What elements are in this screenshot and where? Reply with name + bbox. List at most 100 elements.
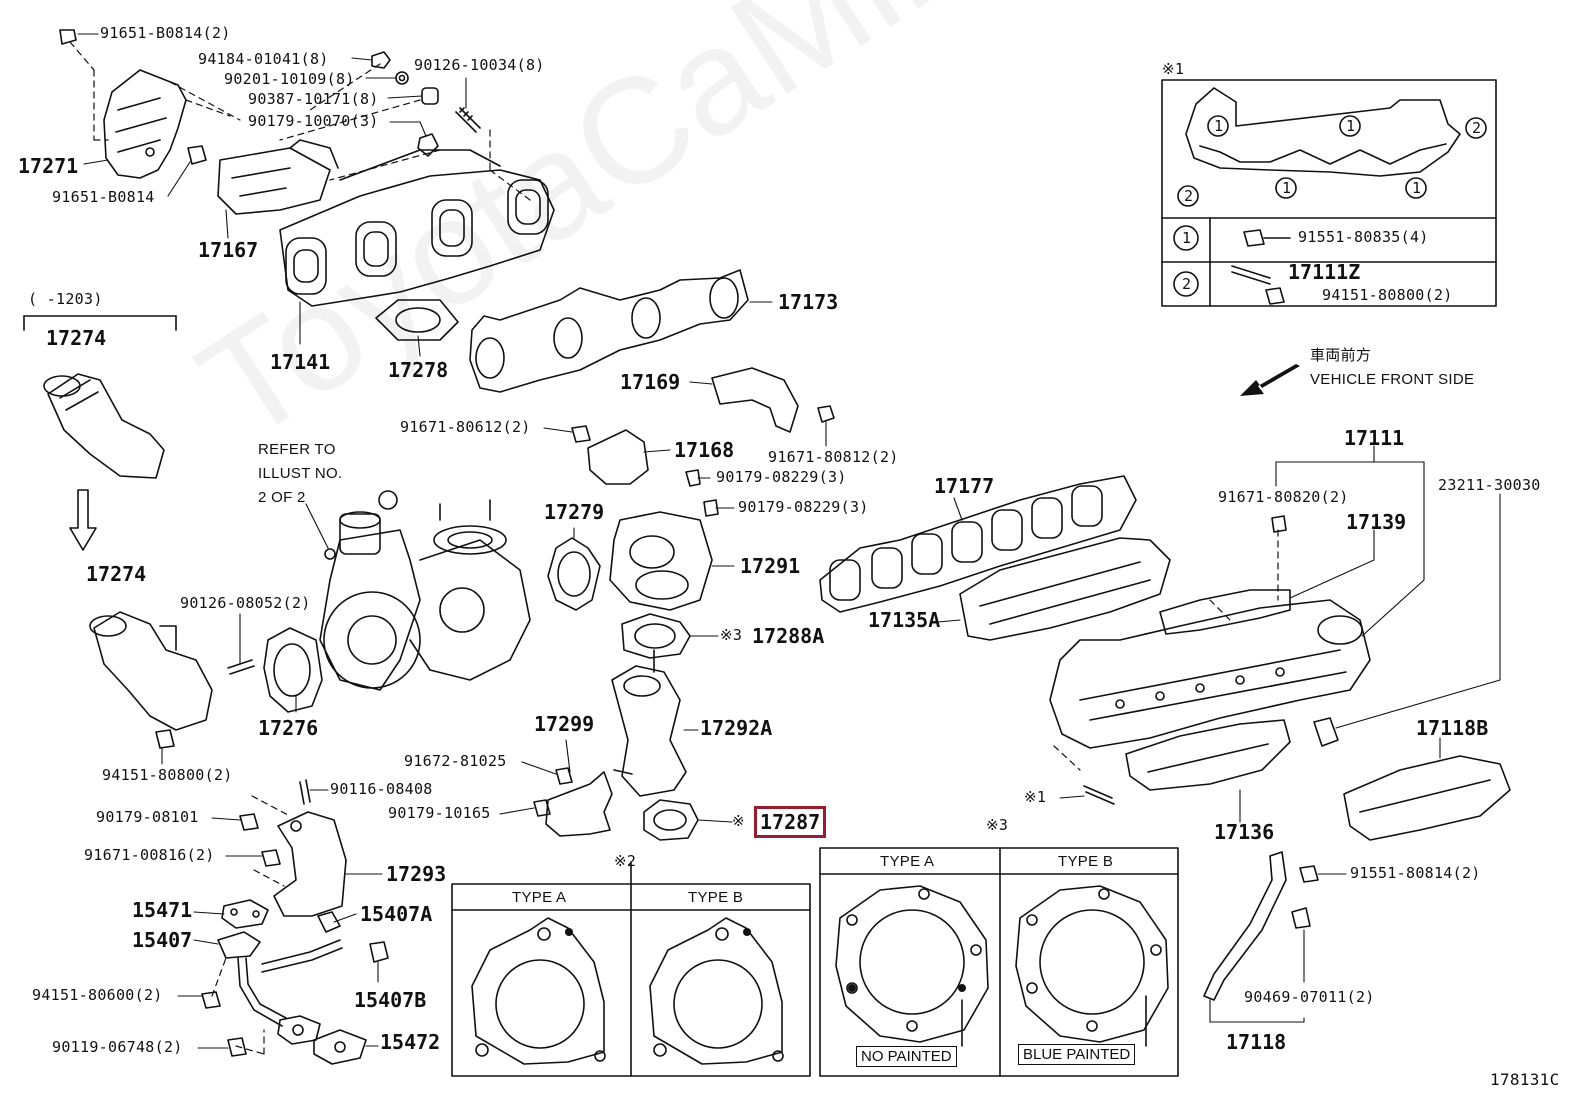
bolt-91551-80814 xyxy=(1299,865,1319,883)
label-90201[interactable]: 90201-10109(8) xyxy=(224,70,355,88)
label-91551-80814[interactable]: 91551-80814(2) xyxy=(1350,864,1481,882)
label-23211[interactable]: 23211-30030 xyxy=(1438,476,1541,494)
heat-insulator-17135A xyxy=(959,537,1171,641)
inset1-marker: ※1 xyxy=(1162,60,1185,78)
ref-17287: ※ xyxy=(732,812,745,830)
inset1-row1-part[interactable]: 91551-80835(4) xyxy=(1298,228,1429,246)
inset1-callout: 1 xyxy=(1282,179,1292,197)
label-90116[interactable]: 90116-08408 xyxy=(330,780,433,798)
label-15407B[interactable]: 15407B xyxy=(354,988,427,1012)
label-94151-80600[interactable]: 94151-80600(2) xyxy=(32,986,163,1004)
label-91671-80812[interactable]: 91671-80812(2) xyxy=(768,448,899,466)
gasket-17173 xyxy=(469,269,749,393)
nut-90179-10165 xyxy=(533,799,551,817)
nut-94151-80800 xyxy=(155,729,175,749)
label-17173[interactable]: 17173 xyxy=(778,290,839,314)
union-15407B xyxy=(369,941,389,963)
inset1-callout: 1 xyxy=(1346,117,1356,135)
label-90387[interactable]: 90387-10171(8) xyxy=(248,90,379,108)
bolt-91651-bottom xyxy=(187,145,207,165)
label-91672[interactable]: 91672-81025 xyxy=(404,752,507,770)
label-17288A[interactable]: 17288A xyxy=(752,624,825,648)
label-91671-80612[interactable]: 91671-80612(2) xyxy=(400,418,531,436)
label-17293[interactable]: 17293 xyxy=(386,862,447,886)
label-90179-08229-b[interactable]: 90179-08229(3) xyxy=(738,498,869,516)
gasket2-type-a: TYPE A xyxy=(512,889,567,906)
gasket3-note-no-painted: NO PAINTED xyxy=(856,1046,957,1067)
label-94184[interactable]: 94184-01041(8) xyxy=(198,50,329,68)
stud-90126-10034 xyxy=(455,107,481,133)
label-17274-lower[interactable]: 17274 xyxy=(86,562,147,586)
label-90469[interactable]: 90469-07011(2) xyxy=(1244,988,1375,1006)
label-15407A[interactable]: 15407A xyxy=(360,902,433,926)
air-intake-pipe-17274-lower xyxy=(89,611,213,731)
stud-90126-08052 xyxy=(227,659,255,675)
ref-1-stud: ※1 xyxy=(1024,788,1047,806)
bolt-91671-80812 xyxy=(817,405,835,423)
label-17271[interactable]: 17271 xyxy=(18,154,79,178)
label-17168[interactable]: 17168 xyxy=(674,438,735,462)
inset-box-1 xyxy=(1161,79,1497,307)
diagram-id: 178131C xyxy=(1490,1070,1560,1089)
label-91651-bottom[interactable]: 91651-B0814 xyxy=(52,188,155,206)
bracket-17293 xyxy=(273,811,347,917)
refer-line3: 2 OF 2 xyxy=(258,489,306,506)
bolt-91651-top xyxy=(59,29,77,45)
label-17118B[interactable]: 17118B xyxy=(1416,716,1489,740)
label-17169[interactable]: 17169 xyxy=(620,370,681,394)
bolt-90119 xyxy=(227,1037,247,1057)
label-15471[interactable]: 15471 xyxy=(132,898,193,922)
inset1-callout: 2 xyxy=(1472,119,1482,137)
label-17177[interactable]: 17177 xyxy=(934,474,995,498)
heat-insulator-17167 xyxy=(217,139,339,215)
label-90126-10034[interactable]: 90126-10034(8) xyxy=(414,56,545,74)
label-17276[interactable]: 17276 xyxy=(258,716,319,740)
label-17274-upper[interactable]: 17274 xyxy=(46,326,107,350)
label-15407[interactable]: 15407 xyxy=(132,928,193,952)
refer-line2: ILLUST NO. xyxy=(258,465,343,482)
bolt-91671-00816 xyxy=(261,849,281,867)
label-15472[interactable]: 15472 xyxy=(380,1030,441,1054)
label-91671-80820[interactable]: 91671-80820(2) xyxy=(1218,488,1349,506)
label-90179-08229-a[interactable]: 90179-08229(3) xyxy=(716,468,847,486)
nut-90179-10070 xyxy=(417,133,439,157)
front-en: VEHICLE FRONT SIDE xyxy=(1310,371,1475,388)
label-90179-08101[interactable]: 90179-08101 xyxy=(96,808,199,826)
label-17292A[interactable]: 17292A xyxy=(700,716,773,740)
heat-insulator-17169 xyxy=(711,367,799,433)
gasket-box-2 xyxy=(451,861,811,1077)
inset1-row2-part-a[interactable]: 17111Z xyxy=(1288,260,1361,284)
label-17135A[interactable]: 17135A xyxy=(868,608,941,632)
gasket2-marker: ※2 xyxy=(614,852,637,870)
inset1-callout: 1 xyxy=(1412,179,1422,197)
label-91671-00816[interactable]: 91671-00816(2) xyxy=(84,846,215,864)
label-94151-80800[interactable]: 94151-80800(2) xyxy=(102,766,233,784)
label-17118[interactable]: 17118 xyxy=(1226,1030,1287,1054)
gasket3-note-blue-painted: BLUE PAINTED xyxy=(1018,1044,1136,1065)
ref-3-17288A: ※3 xyxy=(720,626,743,644)
label-17278[interactable]: 17278 xyxy=(388,358,449,382)
label-90119[interactable]: 90119-06748(2) xyxy=(52,1038,183,1056)
inset1-row2-part-b[interactable]: 94151-80800(2) xyxy=(1322,286,1453,304)
label-90179-10165[interactable]: 90179-10165 xyxy=(388,804,491,822)
turbocharger xyxy=(319,490,531,691)
label-17279[interactable]: 17279 xyxy=(544,500,605,524)
label-17111[interactable]: 17111 xyxy=(1344,426,1405,450)
label-17136[interactable]: 17136 xyxy=(1214,820,1275,844)
label-90126-08052[interactable]: 90126-08052(2) xyxy=(180,594,311,612)
oil-pipe-15407 xyxy=(217,931,343,1045)
refer-line1: REFER TO xyxy=(258,441,336,458)
label-17141[interactable]: 17141 xyxy=(270,350,331,374)
heat-insulator-17136 xyxy=(1125,719,1291,791)
label-91651-top[interactable]: 91651-B0814(2) xyxy=(100,24,231,42)
label-17299[interactable]: 17299 xyxy=(534,712,595,736)
inset1-callout: 1 xyxy=(1214,117,1224,135)
label-17139[interactable]: 17139 xyxy=(1346,510,1407,534)
label-17167[interactable]: 17167 xyxy=(198,238,259,262)
bolt-91672 xyxy=(555,767,573,785)
inset1-row2-num: 2 xyxy=(1182,275,1192,293)
gasket-15472 xyxy=(313,1029,367,1065)
label-17287-highlighted[interactable]: 17287 xyxy=(753,806,827,838)
label-90179-10070[interactable]: 90179-10070(3) xyxy=(248,112,379,130)
label-17291[interactable]: 17291 xyxy=(740,554,801,578)
